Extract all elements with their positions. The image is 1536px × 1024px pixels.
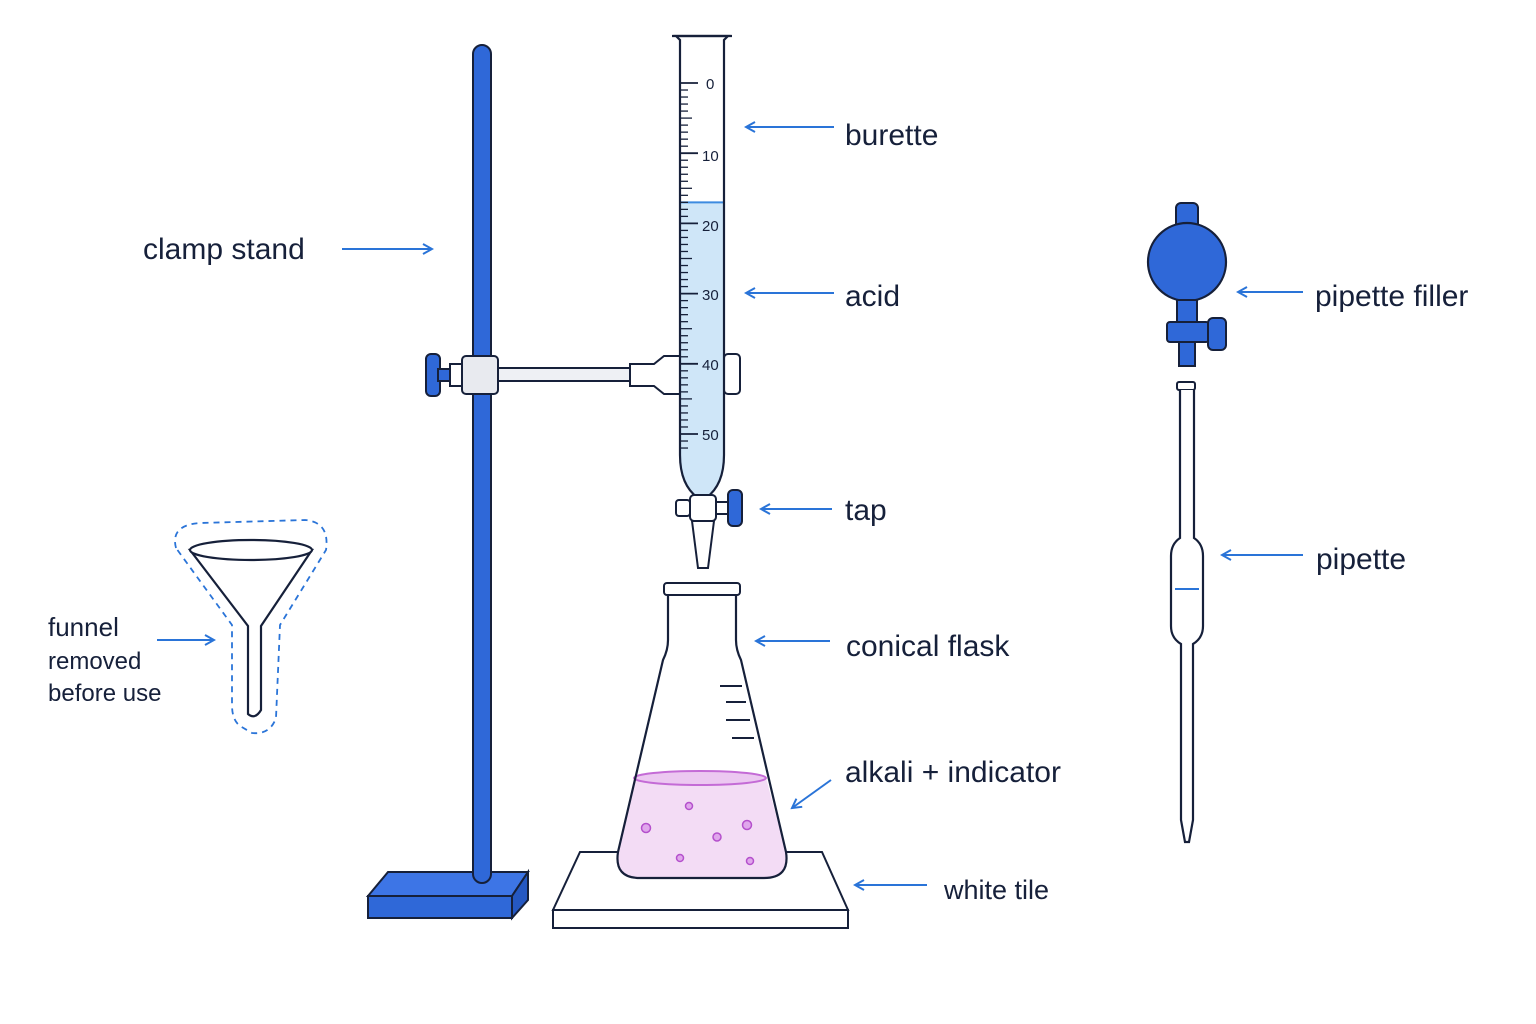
- burette: 0 10 20 30 40 50: [672, 34, 743, 569]
- burette-tick-label: 40: [702, 357, 719, 374]
- labels: burette clamp stand acid pipette filler …: [48, 119, 1468, 905]
- clamp-arm: [497, 367, 633, 382]
- stand-base-side: [511, 868, 529, 921]
- label-clamp-stand: clamp stand: [143, 233, 305, 266]
- label-arrows: [157, 127, 1303, 885]
- pipette: [1169, 381, 1205, 844]
- flask-body: [616, 595, 788, 880]
- conical-flask: [616, 582, 788, 880]
- burette-tick-label: 50: [702, 427, 719, 444]
- clamp-jaw: [629, 355, 683, 395]
- burette-clamp: [425, 353, 741, 397]
- boss-head: [449, 363, 463, 387]
- funnel-dashed-outline: [174, 519, 328, 735]
- indicator-particles: [640, 801, 755, 866]
- label-pipette-filler: pipette filler: [1315, 280, 1468, 313]
- burette-tick-label: 0: [706, 76, 714, 93]
- burette-jet: [690, 520, 716, 569]
- label-funnel-line1: funnel: [48, 612, 119, 642]
- label-conical-flask: conical flask: [846, 630, 1010, 663]
- flask-rim: [663, 582, 741, 596]
- burette-tick-label: 20: [702, 218, 719, 235]
- funnel-mouth: [188, 538, 314, 562]
- pipette-filler: [1146, 202, 1228, 367]
- label-acid: acid: [845, 280, 900, 313]
- clamp-stand: [365, 44, 530, 921]
- label-funnel-line2: removed: [48, 648, 141, 675]
- liquid-surface: [633, 770, 767, 786]
- label-alkali-indicator: alkali + indicator: [845, 756, 1061, 789]
- label-pipette: pipette: [1316, 543, 1406, 576]
- stand-base-front: [367, 895, 513, 919]
- label-funnel-line3: before use: [48, 680, 161, 707]
- burette-scale-labels: 0 10 20 30 40 50: [702, 76, 719, 444]
- alkali-liquid: [617, 778, 787, 878]
- tap-handle-icon: [727, 489, 743, 527]
- flask-graduations: [720, 685, 754, 739]
- funnel: [174, 519, 328, 735]
- burette-tick-label: 10: [702, 148, 719, 165]
- burette-graduations: [680, 82, 698, 449]
- stand-rod: [472, 44, 492, 884]
- pipette-bulb-icon: [1146, 221, 1228, 303]
- acid-liquid: [680, 202, 724, 498]
- arrow-alkali-indicator: [792, 779, 832, 808]
- label-white-tile: white tile: [943, 875, 1049, 905]
- label-tap: tap: [845, 494, 887, 527]
- filler-valve-icon: [1207, 317, 1227, 351]
- pipette-tube: [1169, 390, 1205, 844]
- label-burette: burette: [845, 119, 938, 152]
- funnel-cone: [187, 548, 315, 718]
- stand-base-top: [365, 871, 530, 897]
- burette-tick-label: 30: [702, 287, 719, 304]
